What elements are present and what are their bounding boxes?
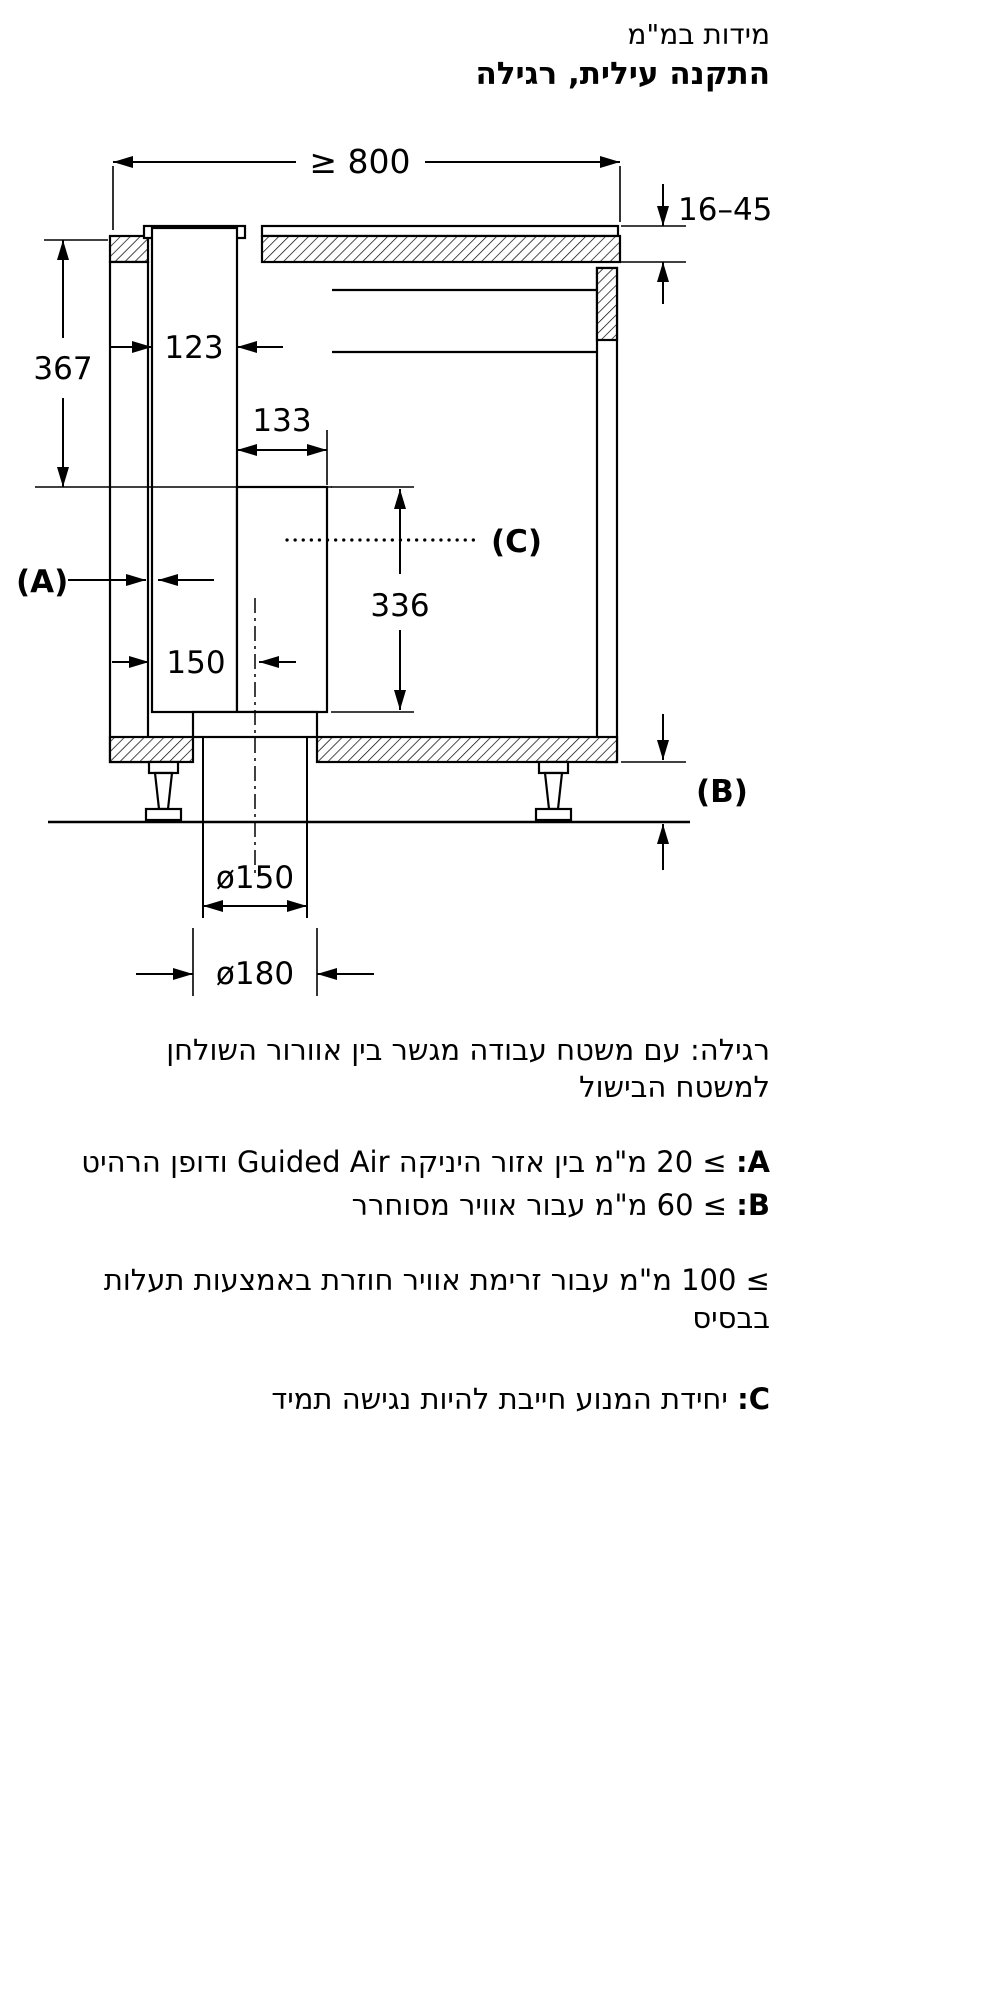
installation-notes: רגילה: עם משטח עבודה מגשר בין אוורור השו… <box>70 1032 770 1456</box>
left-foot-base <box>144 807 183 822</box>
note-a-prefix: A: <box>735 1145 770 1180</box>
cabinet-structure <box>35 224 690 996</box>
dim-box-height-label: 336 <box>370 588 429 624</box>
right-foot-top <box>537 760 570 775</box>
note-regular-text: רגילה: עם משטח עבודה מגשר בין אוורור השו… <box>166 1033 770 1105</box>
dimension-lines <box>44 156 686 980</box>
cabinet-bottom-right <box>315 735 619 764</box>
motor-box <box>235 485 329 714</box>
dim-box-width-label: 133 <box>252 403 311 439</box>
dim-worktop-thickness-label: 16–45 <box>678 192 772 228</box>
dim-chimney-width-label: 123 <box>164 330 223 366</box>
note-c-prefix: C: <box>737 1381 770 1416</box>
note-b-extra-text: ≥ 100 מ"מ עבור זרימת אוויר חוזרת באמצעות… <box>103 1263 770 1335</box>
note-b-extra: ≥ 100 מ"מ עבור זרימת אוויר חוזרת באמצעות… <box>70 1262 770 1336</box>
header-units-line: מידות במ"מ <box>627 18 770 51</box>
dim-left-height-label: 367 <box>33 351 92 387</box>
dim-offset-label: 150 <box>166 645 225 681</box>
right-foot-stem <box>543 771 564 811</box>
note-regular: רגילה: עם משטח עבודה מגשר בין אוורור השו… <box>70 1032 770 1106</box>
note-b-text: ≥ 60 מ"מ עבור אוויר מסוחרר <box>351 1188 728 1223</box>
note-c: C: יחידת המנוע חייבת להיות נגישה תמיד <box>70 1381 770 1418</box>
note-b: B: ≥ 60 מ"מ עבור אוויר מסוחרר <box>70 1187 770 1224</box>
note-a: A: ≥ 20 מ"מ בין אזור היניקה Guided Air ו… <box>70 1144 770 1181</box>
dim-top-width-label: ≥ 800 <box>309 142 410 181</box>
dimension-labels: ≥ 800 16–45 367 123 133 (C) 336 (A) 150 … <box>16 142 772 992</box>
right-foot-base <box>534 807 573 822</box>
label-b: (B) <box>696 774 748 810</box>
right-wall-hatch <box>595 266 619 342</box>
cabinet-left-wall <box>108 260 150 764</box>
label-a: (A) <box>16 564 68 600</box>
cabinet-right-wall <box>595 266 619 764</box>
left-foot-top <box>147 760 180 775</box>
countertop-left <box>108 234 150 264</box>
left-foot-stem <box>153 771 174 811</box>
cabinet-bottom-left <box>108 735 195 764</box>
page-header: מידות במ"מ התקנה עילית, רגילה <box>475 16 770 94</box>
downdraft-chimney <box>150 226 239 714</box>
dim-pipe-outer-label: ø180 <box>216 956 294 992</box>
cooktop-slab <box>260 224 620 238</box>
dim-pipe-inner-label: ø150 <box>216 860 294 896</box>
note-c-text: יחידת המנוע חייבת להיות נגישה תמיד <box>271 1381 728 1416</box>
installation-diagram: ≥ 800 16–45 367 123 133 (C) 336 (A) 150 … <box>16 142 772 996</box>
note-b-prefix: B: <box>736 1188 770 1223</box>
note-a-text: ≥ 20 מ"מ בין אזור היניקה Guided Air ודופ… <box>81 1145 727 1180</box>
countertop-right <box>260 234 622 264</box>
header-install-type: התקנה עילית, רגילה <box>475 55 770 92</box>
label-c: (C) <box>491 524 542 560</box>
